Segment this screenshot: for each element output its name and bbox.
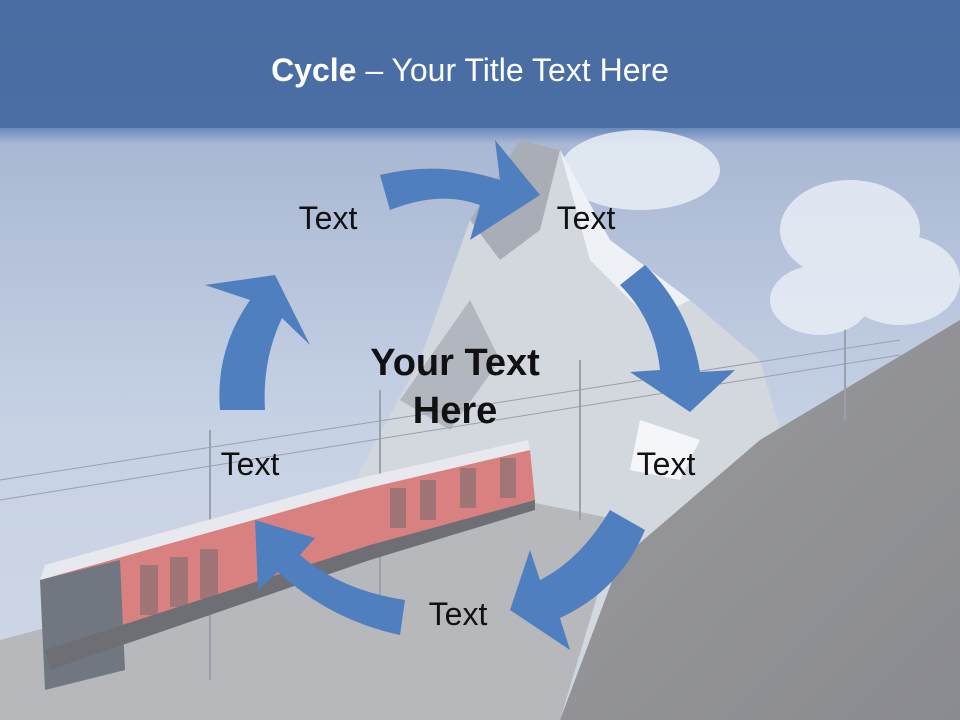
clouds — [560, 130, 960, 335]
cycle-arrow-icon — [620, 265, 735, 412]
title-rest: – Your Title Text Here — [356, 52, 669, 88]
cycle-label-4: Text — [428, 596, 488, 632]
hill — [560, 320, 960, 720]
cycle-label-5: Text — [220, 446, 280, 482]
cycle-arrow-icon — [255, 520, 405, 635]
slide-title: Cycle – Your Title Text Here — [0, 52, 940, 89]
cycle-arrow-icon — [380, 140, 540, 240]
center-line-2: Here — [412, 389, 498, 432]
title-bold: Cycle — [271, 52, 357, 88]
cycle-label-1: Text — [298, 200, 358, 236]
cycle-arrows — [205, 140, 735, 650]
cycle-label-2: Text — [556, 200, 616, 236]
center-text: Your Text Here — [330, 340, 580, 435]
center-line-1: Your Text — [370, 342, 540, 384]
track-bed — [0, 500, 620, 720]
cycle-arrow-icon — [205, 275, 310, 410]
cycle-arrow-icon — [510, 510, 645, 650]
cycle-label-3: Text — [636, 446, 696, 482]
power-lines — [0, 330, 901, 680]
header-band — [0, 0, 960, 128]
